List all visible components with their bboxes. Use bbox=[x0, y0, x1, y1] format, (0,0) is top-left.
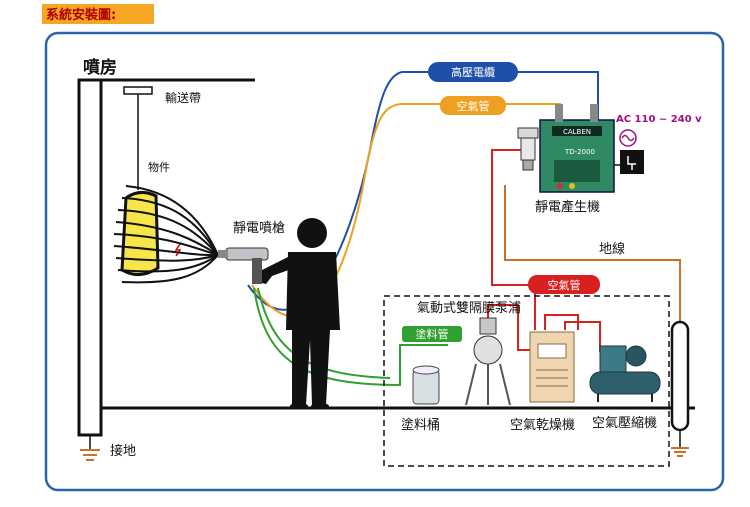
static-generator: CALBEN TD-2000 bbox=[539, 104, 615, 193]
compressor-label: 空氣壓縮機 bbox=[592, 415, 657, 431]
paint-tank-label: 塗料桶 bbox=[401, 417, 440, 433]
ground-label: 接地 bbox=[110, 443, 136, 459]
filter-regulator bbox=[517, 127, 539, 171]
air-hose-tag: 空氣管 bbox=[440, 96, 506, 115]
outer-frame bbox=[44, 31, 725, 492]
generator-model: TD-2000 bbox=[564, 148, 595, 156]
pump-station-frame bbox=[383, 295, 670, 467]
ac-source-icon bbox=[619, 129, 637, 147]
ground-symbol bbox=[80, 435, 100, 461]
hv-cable-tag: 高壓電纜 bbox=[428, 62, 518, 82]
paint-tank bbox=[412, 365, 440, 405]
dryer-label: 空氣乾燥機 bbox=[510, 418, 575, 433]
red-hose-line bbox=[491, 149, 536, 330]
air-dryer bbox=[529, 331, 575, 403]
workpiece bbox=[120, 191, 182, 276]
spray-gun bbox=[218, 247, 269, 284]
conveyor-label: 輸送帶 bbox=[165, 90, 201, 105]
svg-text:系統安裝圖:: 系統安裝圖: bbox=[46, 7, 116, 23]
svg-text:塗料管: 塗料管 bbox=[416, 327, 449, 341]
booth-label: 噴房 bbox=[83, 57, 117, 78]
ground-wire-label: 地線 bbox=[599, 241, 625, 257]
power-spec: AC 110 ~ 240 v bbox=[616, 114, 702, 125]
diagram-title: 系統安裝圖: bbox=[42, 4, 154, 24]
svg-text:空氣管: 空氣管 bbox=[548, 278, 581, 292]
ground-rod bbox=[670, 320, 690, 457]
red-air-hose-tag: 空氣管 bbox=[528, 275, 600, 294]
air-compressor bbox=[589, 345, 661, 402]
generator-label: 靜電產生機 bbox=[535, 199, 600, 215]
power-plug-icon bbox=[620, 150, 644, 174]
ground-wire-line bbox=[504, 185, 681, 322]
workpiece-label: 物件 bbox=[148, 160, 170, 174]
paint-hose-tag: 塗料管 bbox=[402, 326, 462, 342]
spray-pattern bbox=[113, 185, 219, 284]
diaphragm-pump bbox=[465, 317, 511, 406]
generator-brand: CALBEN bbox=[563, 128, 591, 136]
operator-silhouette bbox=[258, 218, 340, 409]
gun-label: 靜電噴槍 bbox=[233, 221, 285, 236]
red-hose-line-4 bbox=[487, 304, 530, 351]
conveyor bbox=[123, 86, 153, 190]
pump-label: 氣動式雙隔膜泵浦 bbox=[417, 301, 521, 316]
svg-text:空氣管: 空氣管 bbox=[457, 99, 490, 113]
red-hose-line-3 bbox=[564, 321, 601, 352]
svg-text:高壓電纜: 高壓電纜 bbox=[451, 65, 495, 79]
